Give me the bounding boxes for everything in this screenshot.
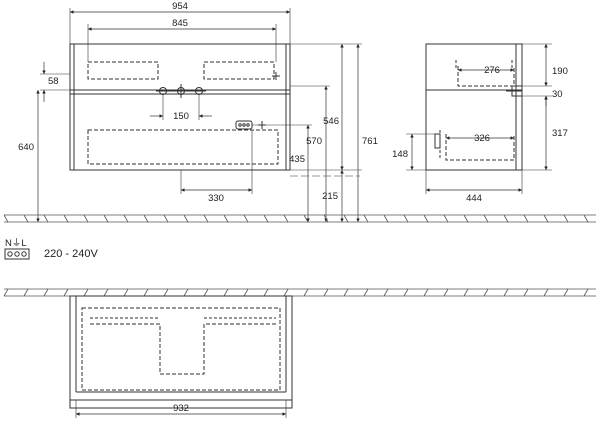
label-435: 435 xyxy=(289,154,305,165)
plan-drawer-inner xyxy=(81,307,281,391)
plan-siphon-cutout xyxy=(90,323,276,375)
front-view xyxy=(36,8,362,222)
label-570: 570 xyxy=(306,136,322,147)
label-58: 58 xyxy=(48,76,59,87)
terminal-labels: N⏚L xyxy=(5,238,27,249)
label-148: 148 xyxy=(392,149,408,160)
plan-cabinet-outline xyxy=(69,295,293,409)
label-30: 30 xyxy=(552,89,563,100)
electrical-socket-symbol: N⏚L xyxy=(4,238,30,260)
label-845: 845 xyxy=(172,18,188,29)
front-cabinet-outline xyxy=(69,43,291,171)
side-lower-drawer xyxy=(445,134,515,161)
label-190: 190 xyxy=(552,66,568,77)
front-basin-left xyxy=(87,61,159,80)
side-view xyxy=(406,43,552,194)
label-761: 761 xyxy=(362,136,378,147)
label-444: 444 xyxy=(466,193,482,204)
side-wall-fixing-lower xyxy=(434,133,441,149)
voltage-label: 220 - 240V xyxy=(44,248,98,260)
label-546: 546 xyxy=(323,116,339,127)
label-330: 330 xyxy=(208,193,224,204)
label-150: 150 xyxy=(173,111,189,122)
side-upper-basin xyxy=(457,66,515,87)
label-932: 932 xyxy=(173,403,189,414)
label-640: 640 xyxy=(18,142,34,153)
plan-view xyxy=(3,288,596,418)
label-276: 276 xyxy=(484,65,500,76)
label-317: 317 xyxy=(552,128,568,139)
label-215: 215 xyxy=(322,191,338,202)
floor-line-upper xyxy=(3,214,596,223)
side-cabinet-outline xyxy=(425,43,523,171)
front-lower-cutout xyxy=(87,129,279,165)
front-basin-right xyxy=(203,61,275,80)
label-326: 326 xyxy=(474,133,490,144)
label-954: 954 xyxy=(172,1,188,12)
siphon-connections xyxy=(156,84,206,98)
